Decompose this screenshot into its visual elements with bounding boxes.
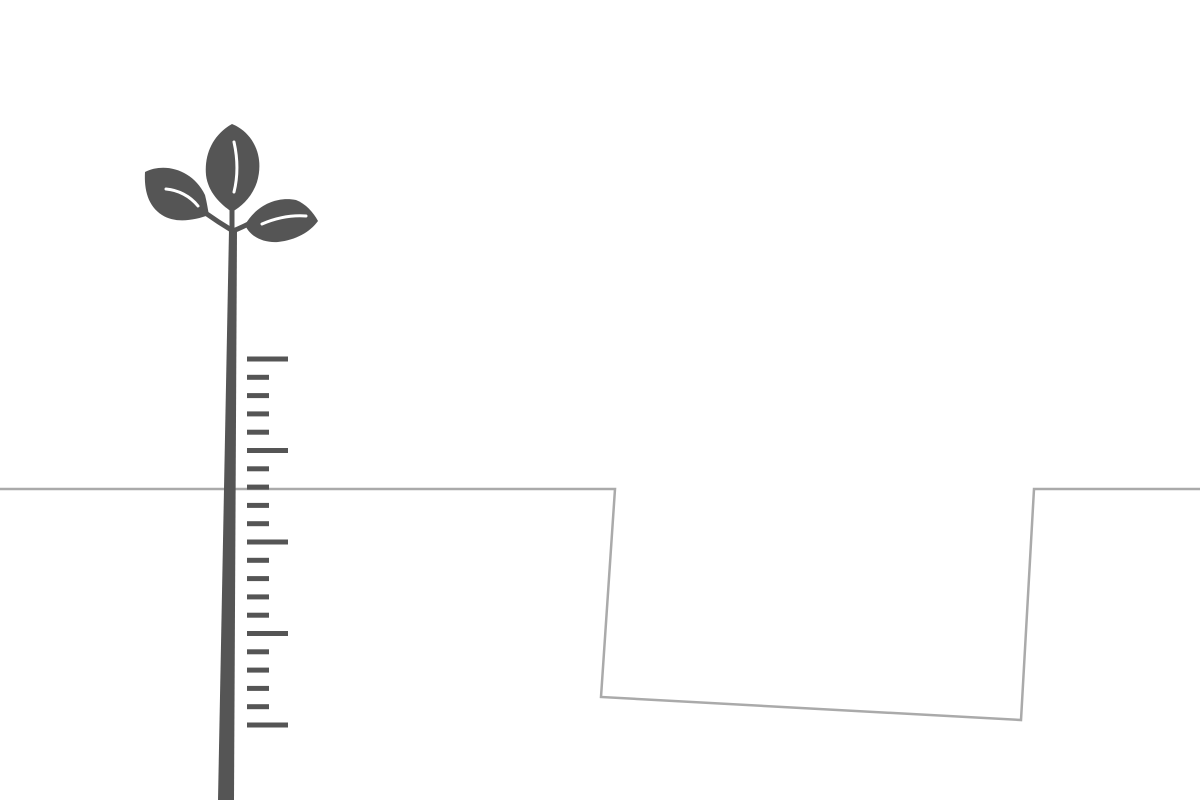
ruler-minor-tick [247,393,269,399]
ruler-major-tick [247,356,288,362]
ruler-minor-tick [247,484,269,490]
ruler-major-tick [247,539,288,545]
ruler-minor-tick [247,502,269,508]
ruler-minor-tick [247,594,269,600]
ruler-minor-tick [247,704,269,710]
left-leaf-vein [164,187,200,208]
measuring-ruler [247,356,288,728]
ruler-minor-tick [247,411,269,417]
ruler-minor-tick [247,649,269,655]
ruler-minor-tick [247,466,269,472]
ruler-major-tick [247,631,288,636]
top-leaf-vein [232,140,239,194]
ruler-minor-tick [247,374,269,380]
ruler-minor-tick [247,576,269,582]
right-leaf-vein [260,214,308,226]
top-leaf [205,124,260,212]
sprout-icon [144,124,318,243]
ruler-minor-tick [247,557,269,563]
ground-profile-line [0,487,1200,722]
right-leaf [245,199,318,243]
ruler-major-tick [247,448,288,453]
ruler-minor-tick [247,667,269,673]
plant-stem [218,230,237,800]
ruler-minor-tick [247,685,269,691]
ruler-minor-tick [247,612,269,618]
ruler-minor-tick [247,521,269,527]
ruler-major-tick [247,722,288,728]
ruler-minor-tick [247,429,269,435]
left-leaf [144,167,209,221]
